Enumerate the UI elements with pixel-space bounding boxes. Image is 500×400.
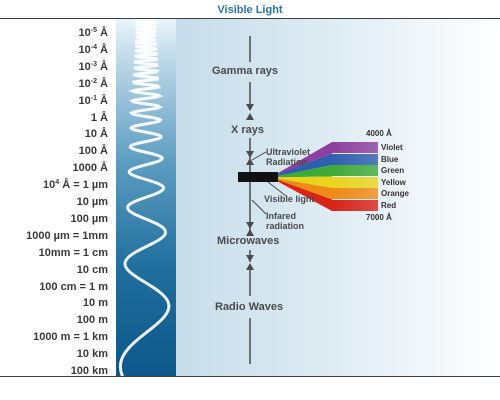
scale-label: 10mm = 1 cm: [38, 246, 108, 259]
top-divider: [0, 18, 500, 19]
wavelength-7000: 7000 Å: [366, 213, 392, 222]
color-swatch: [332, 142, 378, 153]
color-label: Green: [381, 166, 405, 175]
color-swatch: [332, 165, 378, 176]
scale-label: 10-4 Å: [78, 43, 108, 56]
fan-band: [278, 142, 332, 175]
fan-band: [278, 178, 332, 200]
scale-label: 10 µm: [76, 196, 108, 208]
arrow-ir-down: [246, 222, 254, 229]
scale-label: 1000 m = 1 km: [33, 331, 108, 344]
scale-label: 10-5 Å: [78, 27, 108, 39]
wave-line: [118, 19, 171, 376]
uv-line-1: Ultraviolet: [266, 147, 311, 157]
scale-label: 10 Å: [84, 128, 108, 141]
color-label: Red: [381, 200, 397, 210]
color-swatch: [332, 176, 378, 188]
color-label: Blue: [381, 154, 399, 164]
ir-line-1: Infared: [266, 211, 297, 221]
band-visible-light: Visible light: [264, 194, 315, 204]
scale-label: 100 cm = 1 m: [39, 280, 108, 293]
spectrum-fan: [278, 142, 332, 211]
fan-band: [278, 180, 332, 211]
arrow-micro-up: [246, 229, 254, 236]
band-infrared: Infared radiation: [266, 211, 304, 231]
band-ultraviolet: Ultraviolet Radiation: [266, 147, 310, 167]
visible-leader: [267, 181, 287, 197]
scale-label: 10 cm: [76, 263, 108, 276]
arrow-radio-up: [246, 263, 254, 270]
light-beam: [238, 172, 278, 182]
color-label: Yellow: [381, 177, 406, 187]
band-radio-waves: Radio Waves: [215, 301, 284, 313]
uv-leader: [251, 151, 267, 161]
scale-label: 1 Å: [90, 111, 108, 124]
scale-label: 104 Å = 1 µm: [43, 179, 108, 192]
fan-band: [278, 176, 332, 188]
uv-line-2: Radiation: [266, 157, 308, 167]
fan-band: [278, 165, 332, 178]
color-swatch: [332, 188, 378, 199]
ir-leader: [251, 199, 267, 215]
scale-label: 10-3 Å: [78, 60, 108, 73]
wavelength-scale: 10-5 Å 10-4 Å 10-3 Å 10-2 Å 10-1 Å 1 Å 10 Å 100…: [0, 0, 116, 400]
scale-label: 10 km: [76, 348, 108, 361]
scale-label: 100 m: [76, 314, 108, 327]
band-microwaves: Microwaves: [217, 235, 280, 247]
arrow-uv-up: [246, 158, 254, 165]
scale-label: 1000 µm = 1mm: [26, 229, 108, 242]
scale-label: 10-1 Å: [78, 94, 108, 107]
scale-label: 100 µm: [70, 212, 108, 225]
arrow-xray-up: [246, 113, 254, 120]
arrow-gamma-xray-down: [246, 104, 254, 111]
scale-label: 10 m: [82, 297, 108, 310]
scale-label: 100 km: [70, 365, 108, 377]
color-label: Violet: [381, 143, 403, 152]
scale-label: 10-2 Å: [78, 77, 108, 90]
wave-graphic: [118, 19, 171, 376]
arrow-xray-down: [246, 151, 254, 158]
band-x-rays: X rays: [231, 124, 265, 136]
band-gamma-rays: Gamma rays: [212, 65, 279, 77]
scale-label: 100 Å: [78, 145, 108, 158]
wavelength-4000: 4000 Å: [366, 129, 392, 138]
color-label: Orange: [381, 189, 410, 198]
ir-line-2: radiation: [266, 221, 305, 231]
fan-band: [278, 153, 332, 176]
color-swatch: [332, 153, 378, 165]
arrow-micro-down: [246, 255, 254, 262]
color-swatch: [332, 199, 378, 211]
diagram-title: Visible Light: [217, 4, 283, 16]
wave-strip: [116, 19, 176, 376]
bottom-divider: [0, 376, 500, 377]
scale-label: 1000 Å: [72, 162, 108, 175]
